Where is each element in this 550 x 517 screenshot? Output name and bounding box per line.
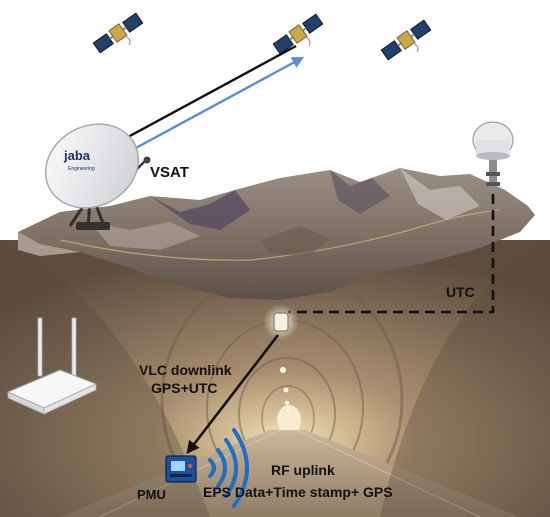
pmu-device-icon — [165, 455, 197, 483]
vsat-dish-icon: jaba Engineering — [44, 123, 151, 230]
satellite-icon — [380, 19, 432, 61]
gps-antenna-icon — [472, 121, 514, 192]
dish-logo-sub: Engineering — [68, 166, 95, 172]
utc-cable — [288, 194, 495, 314]
rf-label-line1: RF uplink — [271, 462, 335, 478]
satellite-icon — [92, 12, 144, 54]
wifi-router-icon — [6, 317, 98, 415]
dish-logo-brand: jaba — [63, 148, 91, 163]
utc-label: UTC — [446, 284, 475, 300]
mountain-terrain — [18, 168, 535, 300]
vlc-label-line2: GPS+UTC — [151, 380, 218, 396]
vlc-downlink-arrow — [186, 334, 280, 455]
satellite-icon — [272, 13, 324, 55]
vsat-label: VSAT — [150, 164, 189, 181]
rf-label-line2: EPS Data+Time stamp+ GPS — [203, 484, 393, 500]
pmu-label: PMU — [137, 487, 166, 502]
rf-wave-icon — [208, 428, 249, 508]
uplink-arrow — [109, 56, 305, 164]
led-light-icon — [263, 304, 299, 340]
downlink-arrow — [101, 44, 297, 152]
vlc-label-line1: VLC downlink — [139, 362, 232, 378]
